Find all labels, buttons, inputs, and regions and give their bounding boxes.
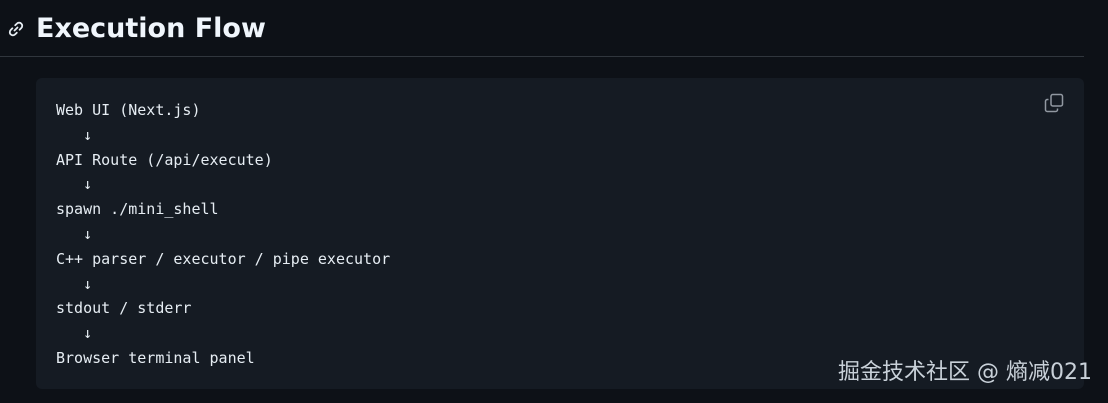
- code-line: ↓: [56, 324, 93, 343]
- copy-icon: [1044, 93, 1064, 118]
- link-icon[interactable]: [6, 19, 26, 39]
- code-line: Browser terminal panel: [56, 348, 255, 367]
- code-line: API Route (/api/execute): [56, 150, 273, 169]
- copy-button[interactable]: [1042, 93, 1066, 117]
- watermark: 掘金技术社区 @ 熵减021: [838, 360, 1092, 385]
- code-line: ↓: [56, 274, 93, 293]
- code-content: Web UI (Next.js) ↓ API Route (/api/execu…: [56, 98, 390, 371]
- code-line: C++ parser / executor / pipe executor: [56, 249, 391, 268]
- code-block: Web UI (Next.js) ↓ API Route (/api/execu…: [36, 78, 1084, 389]
- code-line: spawn ./mini_shell: [56, 200, 219, 219]
- code-line: stdout / stderr: [56, 299, 192, 318]
- code-line: ↓: [56, 125, 93, 144]
- section-title: Execution Flow: [36, 13, 266, 44]
- code-line: ↓: [56, 224, 93, 243]
- section-heading: Execution Flow: [0, 0, 1084, 57]
- code-line: Web UI (Next.js): [56, 101, 201, 119]
- code-line: ↓: [56, 175, 93, 194]
